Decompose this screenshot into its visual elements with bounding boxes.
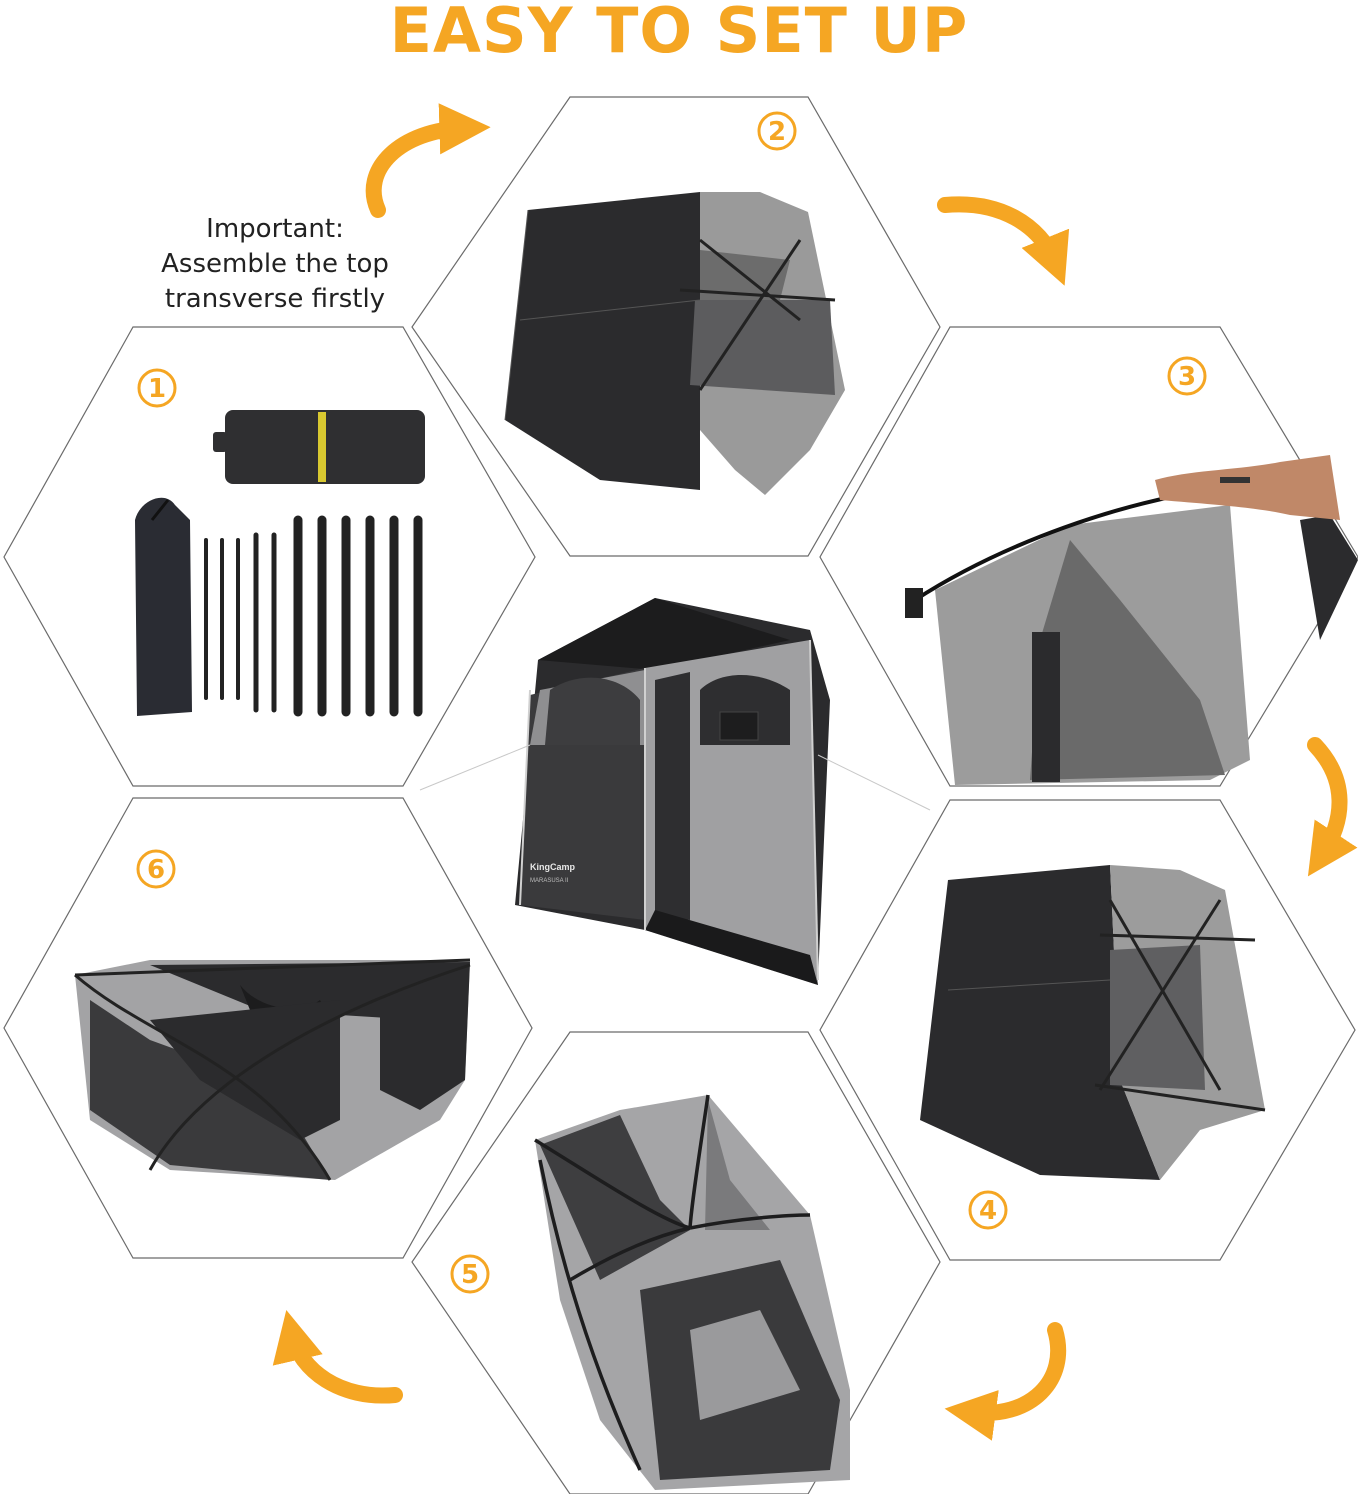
arrow-to-step-6 [272,1310,403,1404]
step-number-5: 5 [461,1260,479,1290]
step-4-tent-frame [920,865,1266,1180]
step-badge-1: 1 [137,368,177,408]
step-number-3: 3 [1178,362,1196,392]
arrow-to-step-5 [944,1322,1067,1441]
center-assembled-tent: KingCamp MARASUSA II [419,598,931,985]
note-line-1: Important: [206,214,344,244]
step-badge-2: 2 [757,111,797,151]
note-line-2: Assemble the top [161,249,389,279]
product-model-label: MARASUSA II [530,878,569,884]
page-title: EASY TO SET UP [389,0,969,67]
step-6-tent-lying [74,958,471,1181]
important-note: Important: Assemble the top transverse f… [130,212,420,317]
arrow-to-step-2 [365,103,491,218]
hexagon-step-1 [3,326,536,787]
note-line-3: transverse firstly [164,284,386,314]
hexagon-step-4 [819,799,1356,1261]
step-badge-6: 6 [136,849,176,889]
step-2-flat-tent [504,192,845,495]
arrow-to-step-4 [1307,737,1358,877]
arrow-to-step-3 [937,196,1070,286]
hexagon-step-5 [411,1031,941,1494]
step-5-crossed-poles [534,1094,850,1490]
step-badge-4: 4 [968,1190,1008,1230]
step-number-1: 1 [148,374,166,404]
step-1-packed-kit [135,410,425,717]
step-number-4: 4 [979,1196,997,1226]
hexagon-step-2 [411,96,941,557]
step-number-2: 2 [768,117,786,147]
step-number-6: 6 [147,855,165,885]
step-badge-5: 5 [450,1254,490,1294]
hexagon-step-3 [819,326,1358,787]
step-badge-3: 3 [1167,356,1207,396]
product-brand-logo: KingCamp [530,862,576,872]
hexagon-step-6 [3,797,533,1259]
step-3-pole-insertion [905,455,1358,785]
